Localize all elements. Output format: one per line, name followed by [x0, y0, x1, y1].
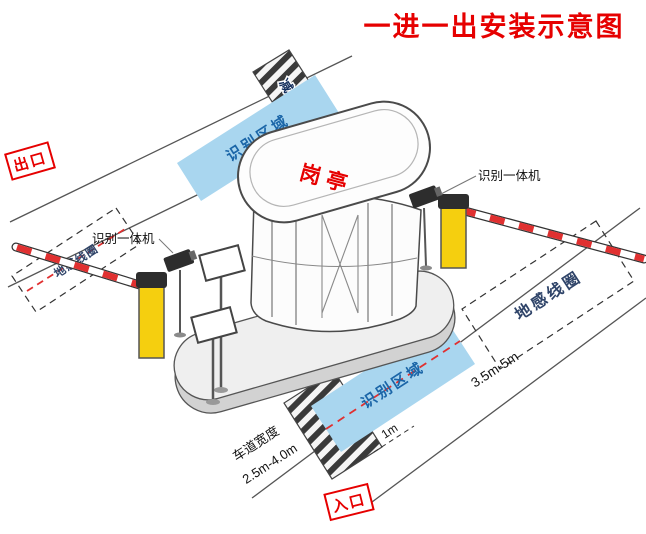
sign-base [206, 399, 220, 405]
camera-pole [423, 207, 427, 267]
ground-coil-outline [461, 220, 635, 370]
camera-leader-line [440, 175, 477, 195]
recognition-zone-area [311, 318, 475, 452]
camera-entrance: 识别一体机 [409, 169, 541, 271]
entrance-badge-box [323, 482, 375, 522]
ground-coil-entrance: 地感线圈 [461, 220, 635, 370]
booth-sill [251, 255, 418, 268]
coil-centerline [26, 228, 126, 292]
camera-exit: 识别一体机 [92, 232, 198, 338]
barrier-exit [11, 242, 167, 359]
booth-roof [237, 100, 431, 224]
camera-base [420, 265, 432, 271]
arm-stripes [460, 206, 645, 263]
dim-offset-line [373, 425, 415, 453]
guard-booth: 岗亭 [237, 100, 431, 333]
recognition-zone-entrance: 识别区域 [311, 318, 475, 452]
sign-post-1 [198, 244, 246, 393]
dim-gap-label: 3.5m-5m [468, 349, 521, 391]
lane-edge-line-entrance-outer [367, 297, 646, 506]
zone-centerline [325, 340, 461, 430]
page-title: 一进一出安装示意图 [364, 11, 625, 42]
camera-label: 识别一体机 [92, 232, 155, 246]
exit-badge: 出口 [4, 141, 56, 181]
sign-panel [190, 306, 238, 344]
booth-mullions [271, 203, 393, 325]
barrier-arm-exit [11, 242, 151, 292]
camera-head-icon [409, 185, 440, 209]
machine-cap [136, 272, 167, 288]
barrier-arm-entrance [456, 205, 646, 264]
sign-base [214, 387, 228, 393]
camera-lens-icon [433, 186, 443, 197]
machine-body [440, 203, 467, 269]
barrier-entrance [438, 194, 646, 269]
camera-head-icon [163, 249, 194, 272]
machine-cap [438, 194, 469, 209]
camera-label: 识别一体机 [478, 169, 541, 183]
arm-stripes [15, 243, 147, 291]
camera-lens-icon [188, 250, 198, 261]
exit-badge-box [4, 141, 56, 181]
camera-leader-line [158, 238, 174, 254]
sign-post-2 [190, 306, 238, 405]
booth-roof-trim [249, 109, 419, 207]
booth-door-brace [321, 214, 359, 318]
entrance-badge: 入口 [323, 482, 375, 522]
sign-panel [198, 244, 246, 282]
camera-base [174, 332, 186, 338]
machine-body [138, 282, 165, 359]
ground-coil-exit: 地感线圈 [11, 207, 141, 313]
